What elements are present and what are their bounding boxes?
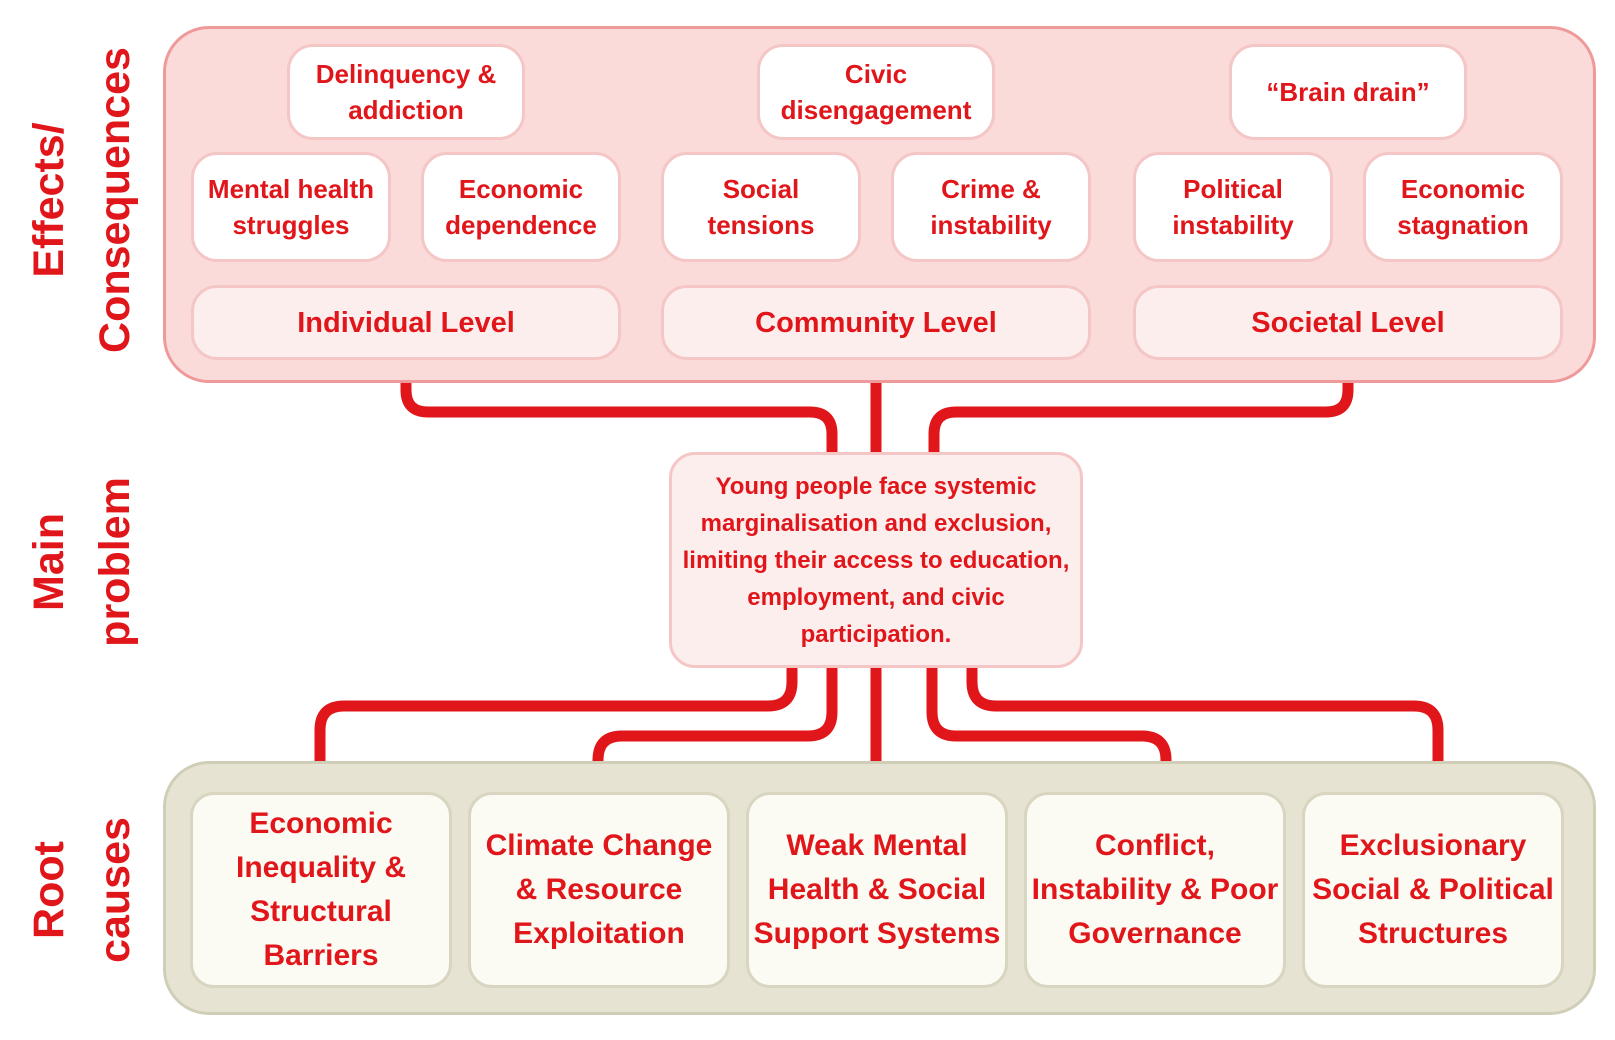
root-cause-economic-inequality: Economic Inequality & Structural Barrier… xyxy=(190,792,452,988)
main-problem-box: Young people face systemic marginalisati… xyxy=(669,452,1083,668)
root-cause-exclusionary-structures: Exclusionary Social & Political Structur… xyxy=(1302,792,1564,988)
effect-social-tensions: Social tensions xyxy=(661,152,861,262)
root-cause-conflict-governance: Conflict, Instability & Poor Governance xyxy=(1024,792,1286,988)
connector-individual-to-problem xyxy=(400,360,838,452)
connector-societal-to-problem xyxy=(928,360,1354,452)
level-community: Community Level xyxy=(661,285,1091,360)
level-societal: Societal Level xyxy=(1133,285,1563,360)
connector-problem-to-cause-4 xyxy=(926,668,1172,792)
effect-mental-health-struggles: Mental health struggles xyxy=(191,152,391,262)
effect-economic-dependence: Economic dependence xyxy=(421,152,621,262)
side-label-main-problem: Main problem xyxy=(25,477,139,647)
connector-problem-to-cause-2 xyxy=(592,668,838,792)
root-cause-climate-change: Climate Change & Resource Exploitation xyxy=(468,792,730,988)
connector-problem-to-cause-5 xyxy=(966,668,1444,792)
level-individual: Individual Level xyxy=(191,285,621,360)
connector-problem-to-cause-1 xyxy=(314,668,798,792)
root-cause-weak-mental-health: Weak Mental Health & Social Support Syst… xyxy=(746,792,1008,988)
effect-economic-stagnation: Economic stagnation xyxy=(1363,152,1563,262)
side-label-root-causes: Root causes xyxy=(25,817,139,963)
effect-political-instability: Political instability xyxy=(1133,152,1333,262)
effect-civic-disengagement: Civic disengagement xyxy=(757,44,995,140)
effect-crime-instability: Crime & instability xyxy=(891,152,1091,262)
effect-delinquency-addiction: Delinquency & addiction xyxy=(287,44,525,140)
effect-brain-drain: “Brain drain” xyxy=(1229,44,1467,140)
side-label-effects: Effects/ Consequences xyxy=(25,47,139,353)
